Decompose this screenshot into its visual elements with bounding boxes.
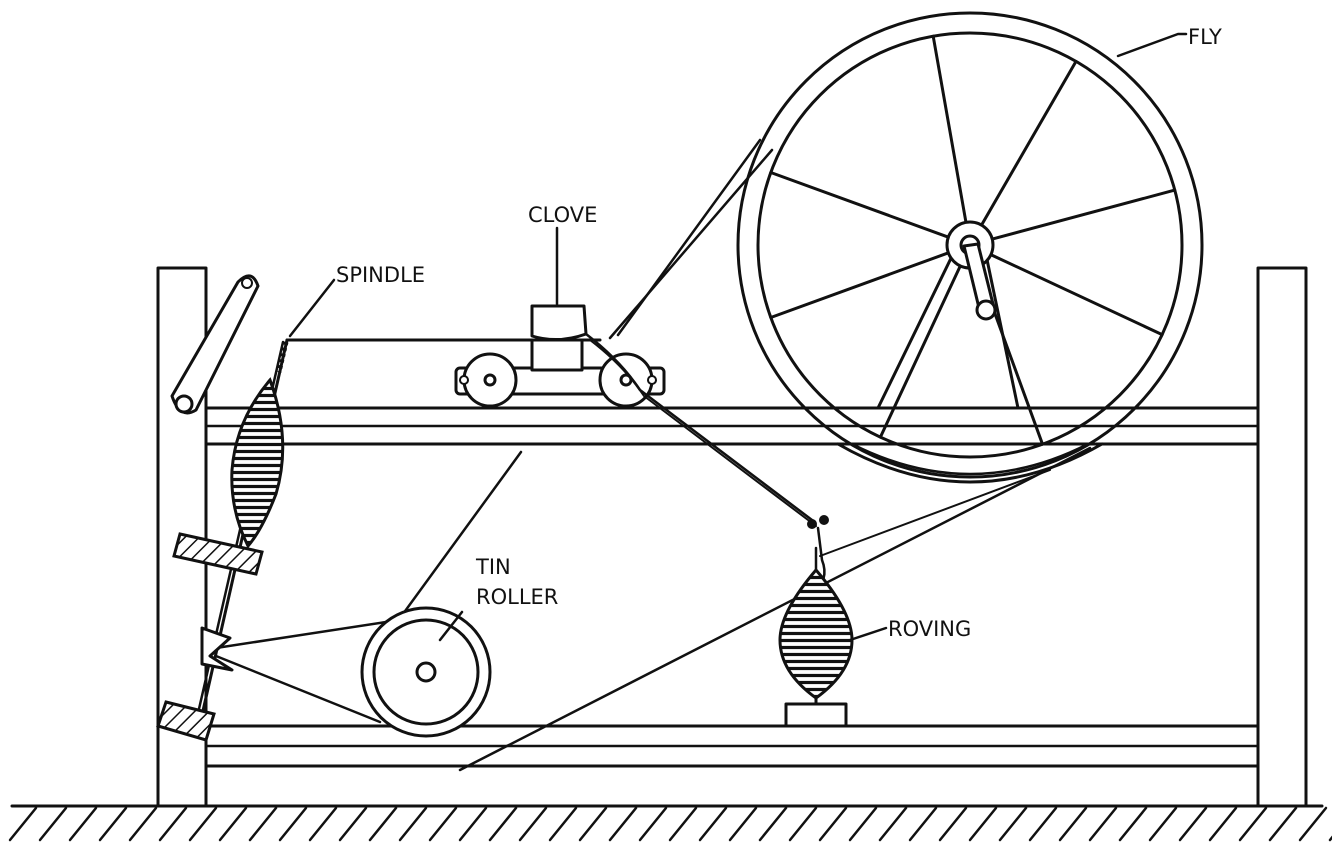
ground-hatch-line — [98, 806, 128, 842]
ground-hatch-line — [1238, 806, 1268, 842]
ground-hatch-line — [1028, 806, 1058, 842]
wheel-spoke — [990, 253, 1164, 337]
spindle-assembly — [156, 274, 289, 742]
roving-block — [784, 702, 848, 728]
ground-hatch-line — [968, 806, 998, 842]
ground-hatch-line — [1268, 806, 1298, 842]
ground-hatch-line — [488, 806, 518, 842]
lower-bearing — [156, 700, 216, 742]
ground-hatch-line — [458, 806, 488, 842]
wheel-spoke — [931, 34, 968, 223]
ground-hatch-line — [1178, 806, 1208, 842]
wheel-spoke — [980, 59, 1078, 226]
ground-hatch-line — [728, 806, 758, 842]
ground-hatch-line — [338, 806, 368, 842]
ground-hatch-line — [1208, 806, 1238, 842]
ground-hatch-line — [38, 806, 68, 842]
label-tin-roller-line1: TIN — [475, 555, 511, 579]
wheel-spoke — [769, 171, 949, 239]
label-clove: CLOVE — [528, 203, 597, 227]
ground-hatch-line — [638, 806, 668, 842]
ground-hatch-line — [8, 806, 38, 842]
ground-hatch-line — [878, 806, 908, 842]
roving-bobbin — [778, 567, 854, 728]
ground-hatch-line — [398, 806, 428, 842]
ground-hatch-line — [278, 806, 308, 842]
clove-carriage — [285, 304, 666, 408]
label-roving: ROVING — [888, 617, 971, 641]
frame — [156, 266, 1308, 808]
ground-hatch-line — [908, 806, 938, 842]
ground-hatch-line — [368, 806, 398, 842]
ground-hatch-line — [668, 806, 698, 842]
labels: FLY CLOVE SPINDLE TIN ROLLER ROVING — [336, 25, 1222, 641]
upper-bearing — [172, 532, 264, 576]
ground-hatch-line — [818, 806, 848, 842]
ground-hatch-line — [158, 806, 188, 842]
ground-hatch-line — [848, 806, 878, 842]
ground-hatch-line — [578, 806, 608, 842]
wheel-spoke — [991, 188, 1177, 241]
ground-hatch-line — [788, 806, 818, 842]
ground-hatch-line — [518, 806, 548, 842]
clove-block — [530, 304, 588, 341]
ground-hatch-line — [218, 806, 248, 842]
ground-hatch-line — [128, 806, 158, 842]
label-tin-roller-line2: ROLLER — [476, 585, 558, 609]
ground-hatch-line — [1148, 806, 1178, 842]
ground — [8, 804, 1332, 842]
ground-hatch-line — [608, 806, 638, 842]
fly-wheel — [736, 11, 1204, 484]
ground-hatch-line — [1118, 806, 1148, 842]
right-post — [1256, 266, 1308, 808]
ground-hatch-line — [428, 806, 458, 842]
wheel-spoke — [769, 251, 949, 319]
clove-block-lower — [530, 338, 584, 372]
ground-hatch-line — [1088, 806, 1118, 842]
ground-hatch-line — [1298, 806, 1328, 842]
ground-hatch-line — [998, 806, 1028, 842]
label-fly: FLY — [1188, 25, 1222, 49]
ground-hatch-line — [758, 806, 788, 842]
ground-hatch-line — [248, 806, 278, 842]
ground-hatch-line — [938, 806, 968, 842]
ground-hatch-line — [1058, 806, 1088, 842]
ground-hatch-line — [68, 806, 98, 842]
label-spindle: SPINDLE — [336, 263, 425, 287]
leader-lines — [288, 32, 1188, 642]
ground-hatch-line — [548, 806, 578, 842]
spindle-whorl — [200, 626, 234, 672]
tin-roller — [214, 606, 492, 738]
ground-hatch — [8, 806, 1332, 842]
ground-hatch-line — [698, 806, 728, 842]
ground-hatch-line — [308, 806, 338, 842]
drive-bands — [382, 138, 1092, 772]
ground-hatch-line — [188, 806, 218, 842]
wheel-stand — [876, 248, 1020, 410]
wheel-spoke — [878, 265, 962, 439]
